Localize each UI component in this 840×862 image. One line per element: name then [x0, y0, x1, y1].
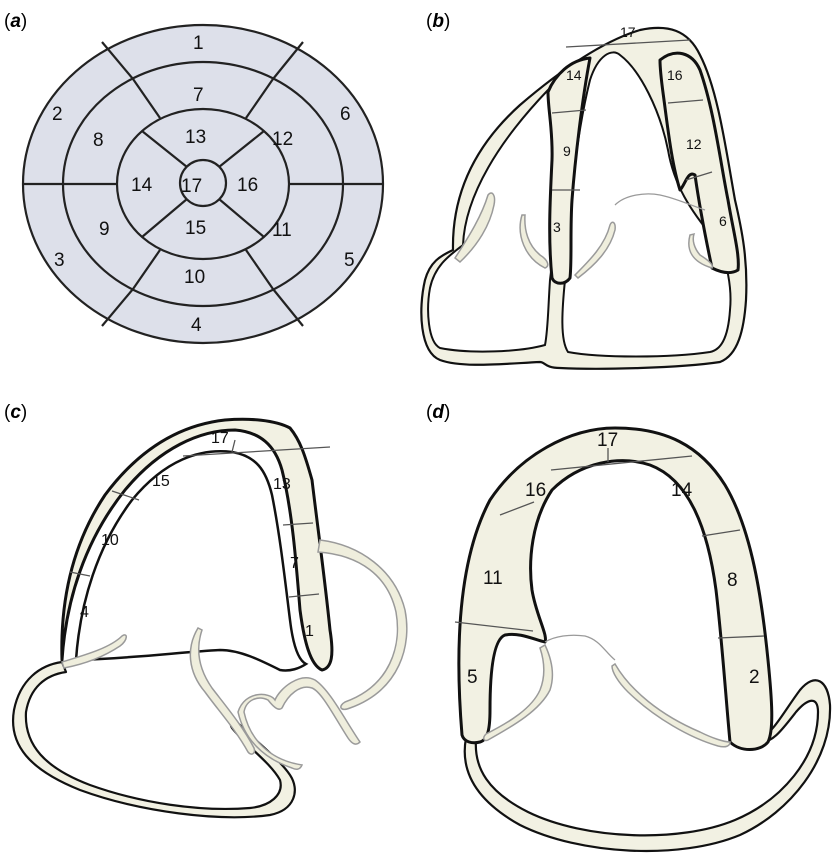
panel-c: (c) 17 15 13 10 7 4 1	[4, 402, 407, 817]
segment-label: 6	[719, 213, 727, 229]
panel-b: (b) 17 14 16 9 12 3 6	[421, 11, 746, 369]
segment-label: 17	[620, 24, 636, 40]
mitral-annulus-line	[545, 635, 615, 660]
segment-label: 10	[101, 532, 119, 549]
segment-label: 5	[467, 667, 478, 688]
segment-label: 8	[727, 570, 738, 591]
panel-a-label: (a)	[4, 11, 27, 32]
segment-label: 13	[185, 127, 206, 148]
valve-leaflet	[238, 678, 360, 769]
segment-label: 12	[272, 129, 293, 150]
panel-d: (d) 17 16 14 11 8 5 2	[426, 402, 830, 851]
lv-myocardium	[459, 428, 772, 750]
segment-label: 17	[211, 430, 229, 447]
segment-label: 11	[483, 568, 503, 589]
segment-label: 2	[749, 667, 760, 688]
segment-label: 4	[191, 315, 202, 336]
bullseye-plot: 1 2 3 4 5 6 7 8 9 10 11 12 13 14 15 16 1…	[23, 25, 383, 343]
segment-label: 6	[340, 104, 351, 125]
segment-label: 2	[52, 104, 63, 125]
segment-label: 3	[553, 219, 561, 235]
segment-label: 10	[184, 267, 205, 288]
segment-label: 5	[344, 250, 355, 271]
aortic-root	[318, 540, 407, 709]
segment-label: 16	[525, 480, 546, 501]
segment-label: 1	[193, 33, 204, 54]
segment-label: 17	[597, 430, 618, 451]
right-cavity	[428, 89, 556, 352]
segment-label: 1	[305, 623, 314, 640]
segment-label: 7	[193, 85, 204, 106]
lv-cavity	[76, 451, 306, 670]
segment-label: 11	[272, 220, 292, 241]
segment-label: 9	[563, 143, 571, 159]
segment-label: 15	[152, 473, 170, 490]
segment-label: 15	[185, 218, 206, 239]
segment-label: 14	[566, 67, 582, 83]
segment-label: 13	[273, 476, 291, 493]
panel-c-label: (c)	[4, 402, 27, 423]
segment-label: 3	[54, 250, 65, 271]
segment-label: 14	[671, 480, 693, 501]
segment-label: 16	[667, 67, 683, 83]
segment-label: 7	[290, 555, 299, 572]
segment-label: 12	[686, 136, 702, 152]
valve-leaflet	[612, 664, 730, 747]
panel-a: (a)	[4, 11, 383, 343]
panel-d-label: (d)	[426, 402, 450, 423]
segment-label: 9	[99, 219, 110, 240]
segment-label: 4	[80, 604, 89, 621]
segment-label: 14	[131, 175, 153, 196]
segment-label: 17	[181, 176, 202, 197]
panel-b-label: (b)	[426, 11, 450, 32]
segment-label: 8	[93, 130, 104, 151]
segment-label: 16	[237, 175, 258, 196]
